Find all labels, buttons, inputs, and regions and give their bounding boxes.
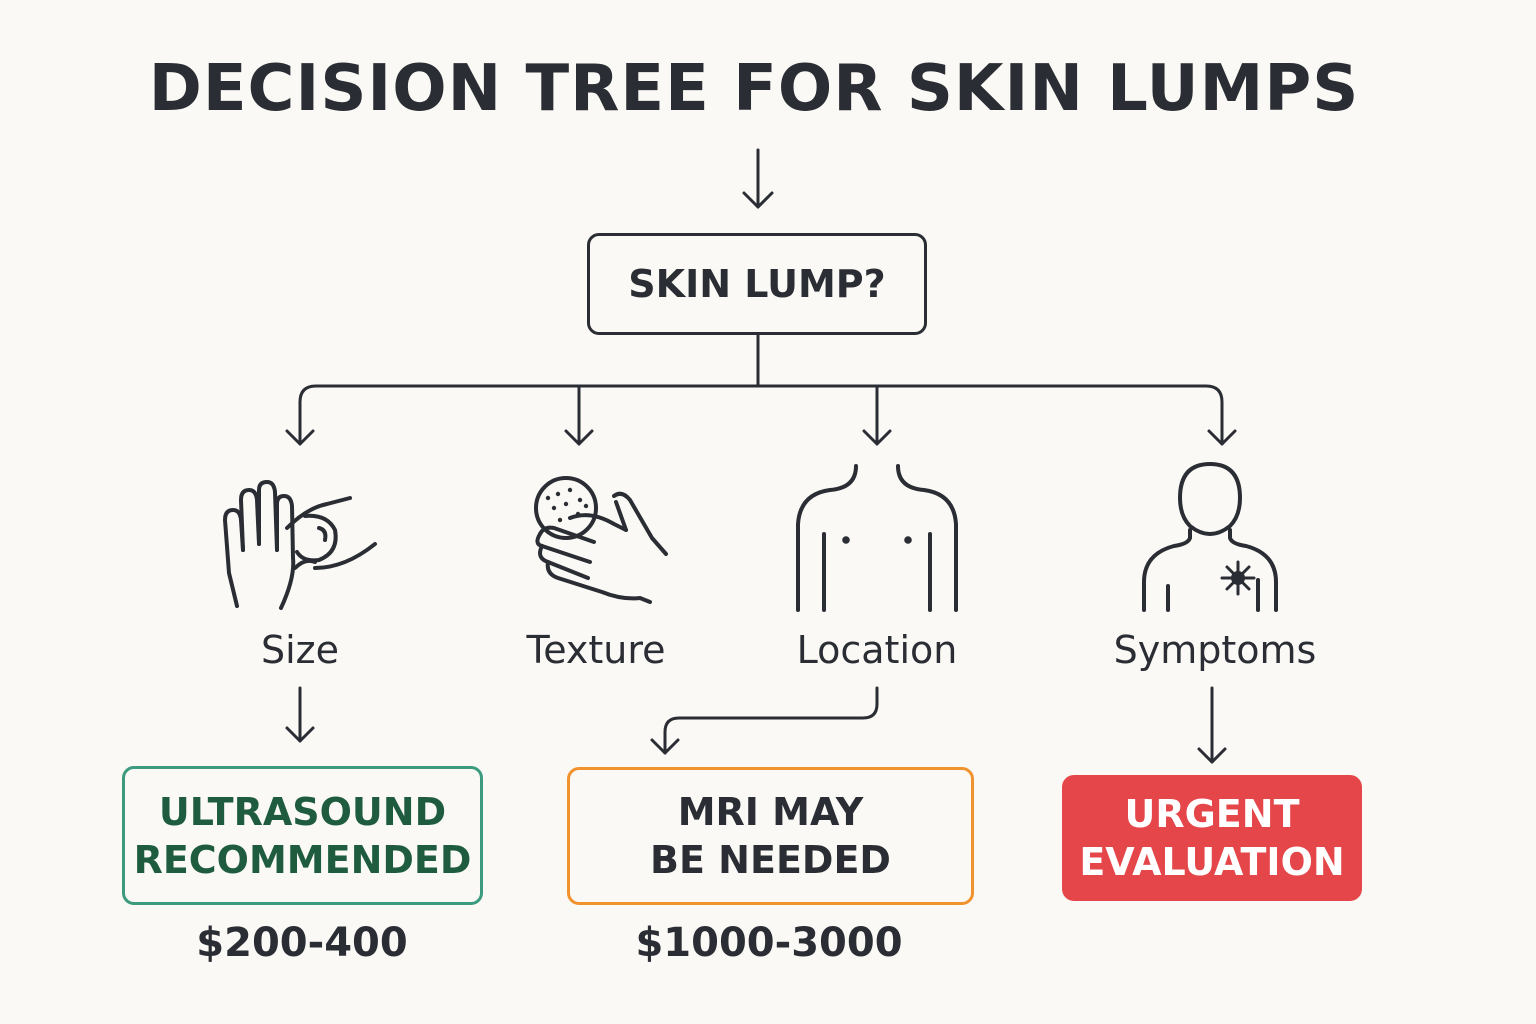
criterion-label-symptoms: Symptoms [1113,628,1317,672]
outcome-mri-box: MRI MAY BE NEEDED [567,767,974,905]
outcome-mri-line1: MRI MAY [677,790,864,834]
arrow-title-to-root [742,148,774,209]
cost-mri: $1000-3000 [635,920,903,966]
root-question-label: SKIN LUMP? [628,262,886,306]
criterion-label-texture: Texture [526,628,666,672]
branch-bus [285,333,1237,446]
arrow-size-to-ultrasound [285,686,315,743]
outcome-urgent-box: URGENT EVALUATION [1062,775,1362,901]
hand-palpating-icon [215,478,385,618]
hand-touching-texture-icon [530,474,680,609]
root-question-box: SKIN LUMP? [587,233,927,335]
outcome-urgent-line1: URGENT [1124,792,1300,836]
arrow-location-to-mri [650,686,879,755]
cost-ultrasound: $200-400 [196,920,408,966]
outcome-ultrasound-line1: ULTRASOUND [158,789,447,834]
page-title: DECISION TREE FOR SKIN LUMPS [148,52,1360,126]
torso-icon [790,460,965,615]
criterion-label-location: Location [796,628,958,672]
outcome-urgent-line2: EVALUATION [1079,840,1345,884]
outcome-mri-line2: BE NEEDED [650,838,891,882]
outcome-ultrasound-box: ULTRASOUND RECOMMENDED [122,766,483,905]
person-with-pain-icon [1138,458,1288,613]
arrow-symptoms-to-urgent [1197,686,1227,764]
criterion-label-size: Size [260,628,339,672]
outcome-ultrasound-line2: RECOMMENDED [133,837,472,882]
